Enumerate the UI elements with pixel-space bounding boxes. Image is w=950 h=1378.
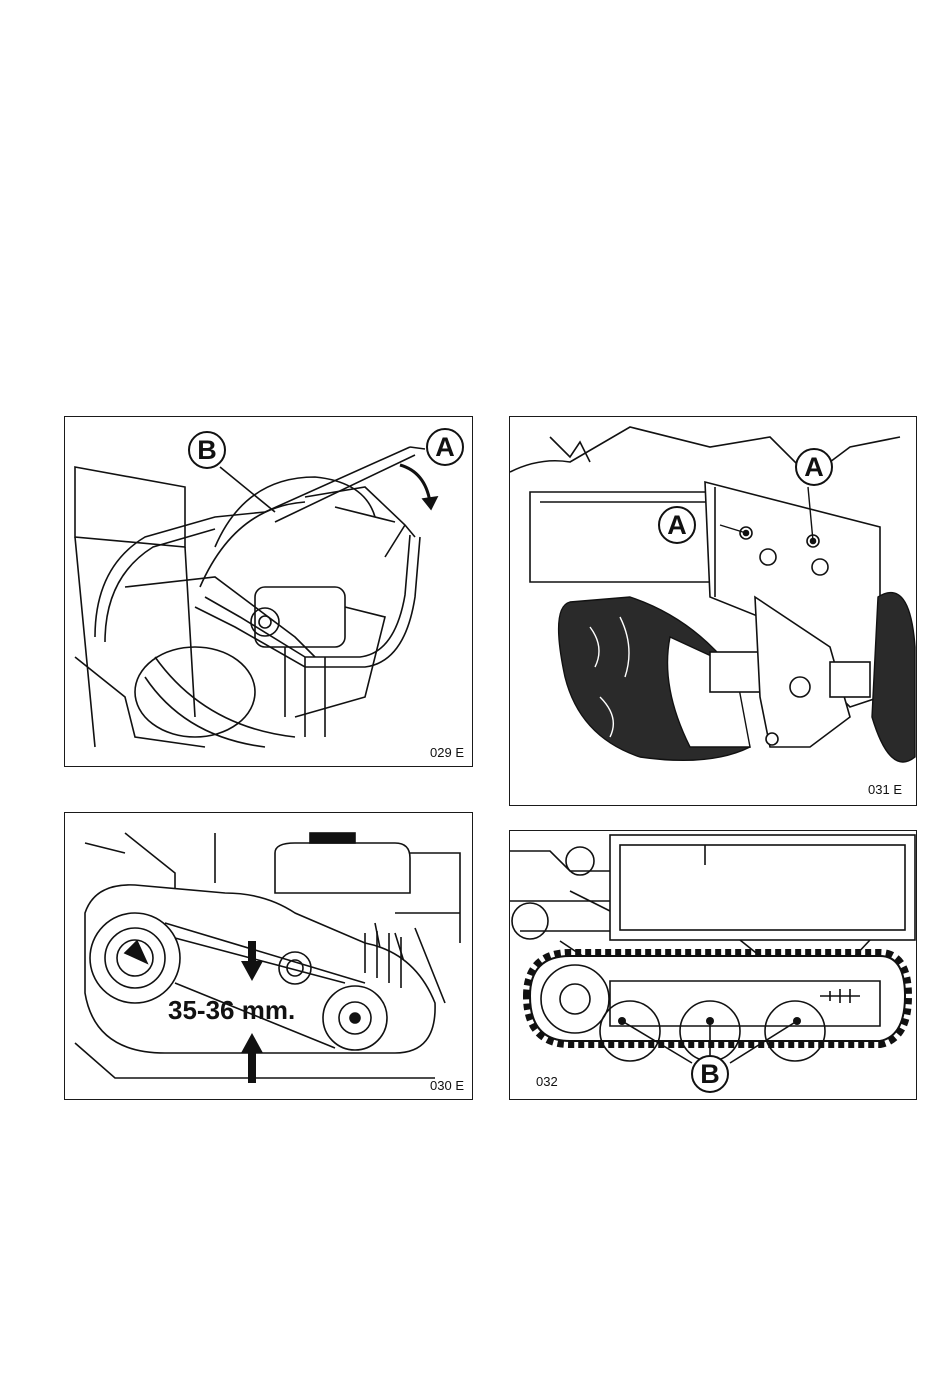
belt-tension-illustration xyxy=(65,813,473,1100)
belt-deflection-measurement: 35-36 mm. xyxy=(168,995,295,1026)
figure-031: A A 031 E xyxy=(509,416,917,806)
figure-032: B 032 xyxy=(509,830,917,1100)
handlebar-illustration xyxy=(65,417,473,767)
figure-code: 031 E xyxy=(868,782,902,797)
callout-a-right: A xyxy=(795,448,833,486)
callout-a-left: A xyxy=(658,506,696,544)
axle-bracket-illustration xyxy=(510,417,917,806)
callout-b: B xyxy=(691,1055,729,1093)
figure-030: 35-36 mm. 030 E xyxy=(64,812,473,1100)
callout-a: A xyxy=(426,428,464,466)
figure-code: 032 xyxy=(536,1074,558,1089)
figure-code: 029 E xyxy=(430,745,464,760)
callout-b: B xyxy=(188,431,226,469)
figure-029: B A 029 E xyxy=(64,416,473,767)
figure-code: 030 E xyxy=(430,1078,464,1093)
